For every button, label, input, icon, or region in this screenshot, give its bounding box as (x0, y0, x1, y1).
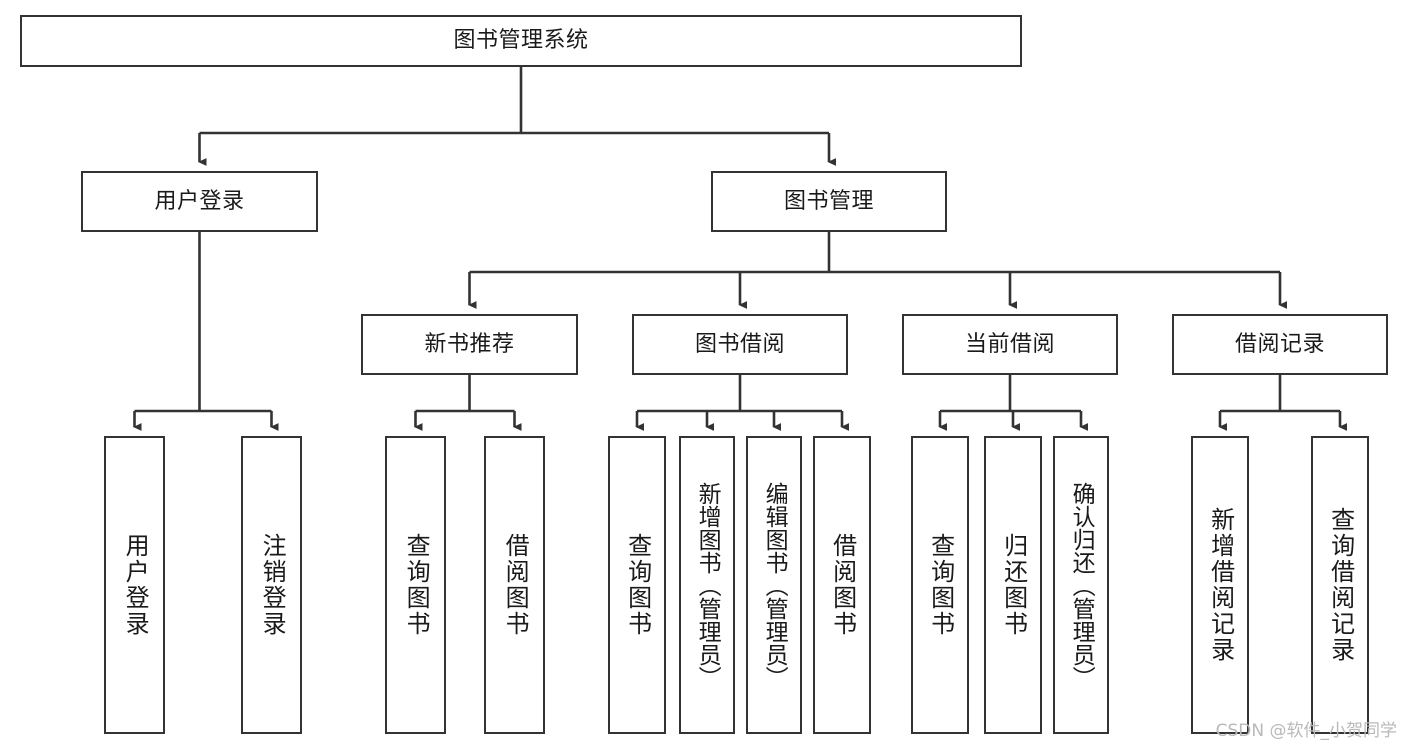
node-borrow-record-label: 借阅记录 (1234, 331, 1325, 357)
leaf-logout-label: 注销登录 (258, 533, 287, 637)
node-user-login[interactable]: 用户登录 (81, 171, 318, 232)
leaf-logout[interactable]: 注销登录 (241, 436, 302, 734)
leaf-user-login[interactable]: 用户登录 (104, 436, 165, 734)
node-root-label: 图书管理系统 (453, 28, 589, 54)
node-user-login-label: 用户登录 (154, 188, 245, 214)
leaf-query-book-1-label: 查询图书 (402, 533, 431, 637)
node-current-borrow-label: 当前借阅 (964, 331, 1055, 357)
leaf-confirm-return[interactable]: 确认归还（管理员） (1053, 436, 1109, 734)
node-book-borrow[interactable]: 图书借阅 (632, 314, 848, 375)
leaf-query-book-2-label: 查询图书 (623, 533, 652, 637)
leaf-user-login-label: 用户登录 (121, 533, 150, 637)
leaf-borrow-book-2-label: 借阅图书 (828, 533, 857, 637)
leaf-return-book-label: 归还图书 (999, 533, 1028, 637)
leaf-borrow-book-1[interactable]: 借阅图书 (484, 436, 545, 734)
leaf-query-book-2[interactable]: 查询图书 (608, 436, 666, 734)
leaf-edit-book-label: 编辑图书（管理员） (761, 481, 788, 689)
leaf-add-borrow-record-label: 新增借阅记录 (1206, 507, 1235, 663)
leaf-borrow-book-1-label: 借阅图书 (501, 533, 530, 637)
node-book-management-label: 图书管理 (783, 188, 874, 214)
watermark-text: CSDN @软件_小贺同学 (1215, 721, 1397, 741)
leaf-add-borrow-record[interactable]: 新增借阅记录 (1191, 436, 1249, 734)
node-root[interactable]: 图书管理系统 (20, 15, 1022, 67)
node-borrow-record[interactable]: 借阅记录 (1172, 314, 1388, 375)
node-current-borrow[interactable]: 当前借阅 (902, 314, 1118, 375)
leaf-borrow-book-2[interactable]: 借阅图书 (813, 436, 871, 734)
leaf-query-borrow-record-label: 查询借阅记录 (1326, 507, 1355, 663)
leaf-add-book[interactable]: 新增图书（管理员） (679, 436, 735, 734)
node-book-management[interactable]: 图书管理 (711, 171, 947, 232)
leaf-add-book-label: 新增图书（管理员） (694, 481, 721, 689)
node-new-book-recommend[interactable]: 新书推荐 (361, 314, 578, 375)
leaf-return-book[interactable]: 归还图书 (984, 436, 1042, 734)
node-book-borrow-label: 图书借阅 (694, 331, 785, 357)
leaf-query-book-3-label: 查询图书 (926, 533, 955, 637)
leaf-query-book-3[interactable]: 查询图书 (911, 436, 969, 734)
leaf-edit-book[interactable]: 编辑图书（管理员） (746, 436, 802, 734)
leaf-query-book-1[interactable]: 查询图书 (385, 436, 446, 734)
leaf-confirm-return-label: 确认归还（管理员） (1068, 481, 1095, 689)
leaf-query-borrow-record[interactable]: 查询借阅记录 (1311, 436, 1369, 734)
node-new-book-recommend-label: 新书推荐 (424, 331, 515, 357)
